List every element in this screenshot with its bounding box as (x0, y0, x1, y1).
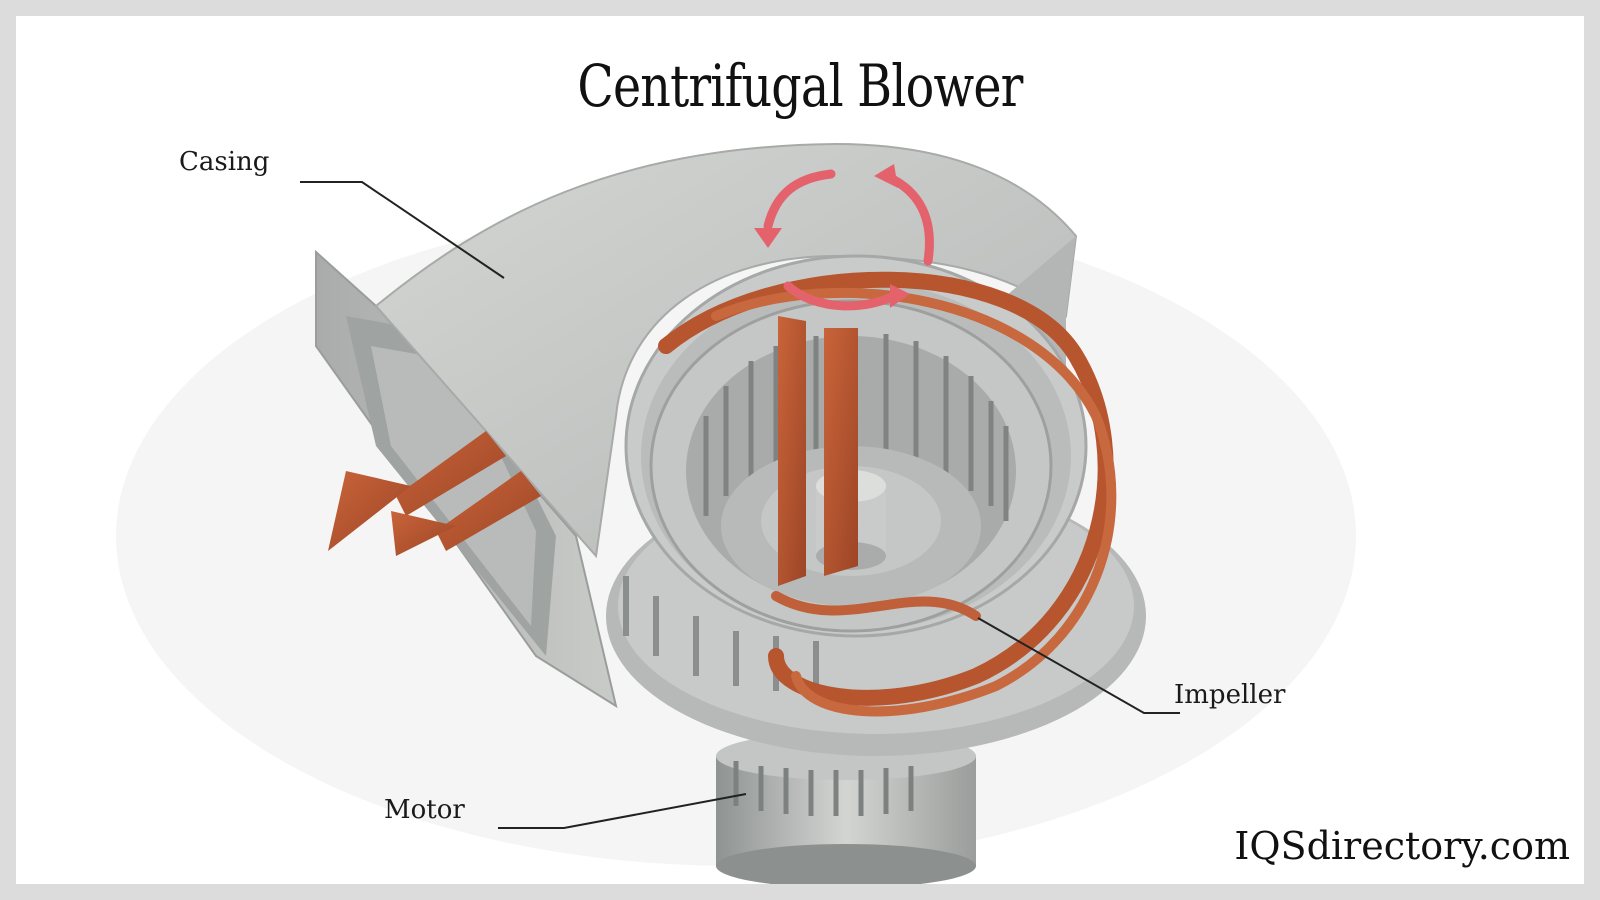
label-impeller: Impeller (1174, 680, 1286, 710)
label-motor: Motor (384, 795, 465, 825)
lower-blades (623, 576, 819, 696)
airflow-outflow (328, 431, 541, 556)
motor-body (716, 732, 976, 884)
brand-watermark: IQSdirectory.com (1234, 824, 1570, 868)
centrifugal-blower-illustration (116, 142, 1356, 884)
diagram-frame: Centrifugal Blower Casing Impeller Motor… (16, 16, 1584, 884)
casing-leader (300, 181, 505, 279)
impeller-blades (703, 334, 1009, 521)
impeller-leader (977, 617, 1180, 714)
diagram-title: Centrifugal Blower (577, 52, 1023, 120)
casing-top (374, 142, 1078, 559)
label-casing: Casing (179, 147, 270, 177)
rotation-arrowheads (754, 164, 910, 308)
leader-lines (300, 181, 1180, 829)
motor-leader (498, 793, 747, 829)
airflow-inflow (778, 316, 858, 586)
